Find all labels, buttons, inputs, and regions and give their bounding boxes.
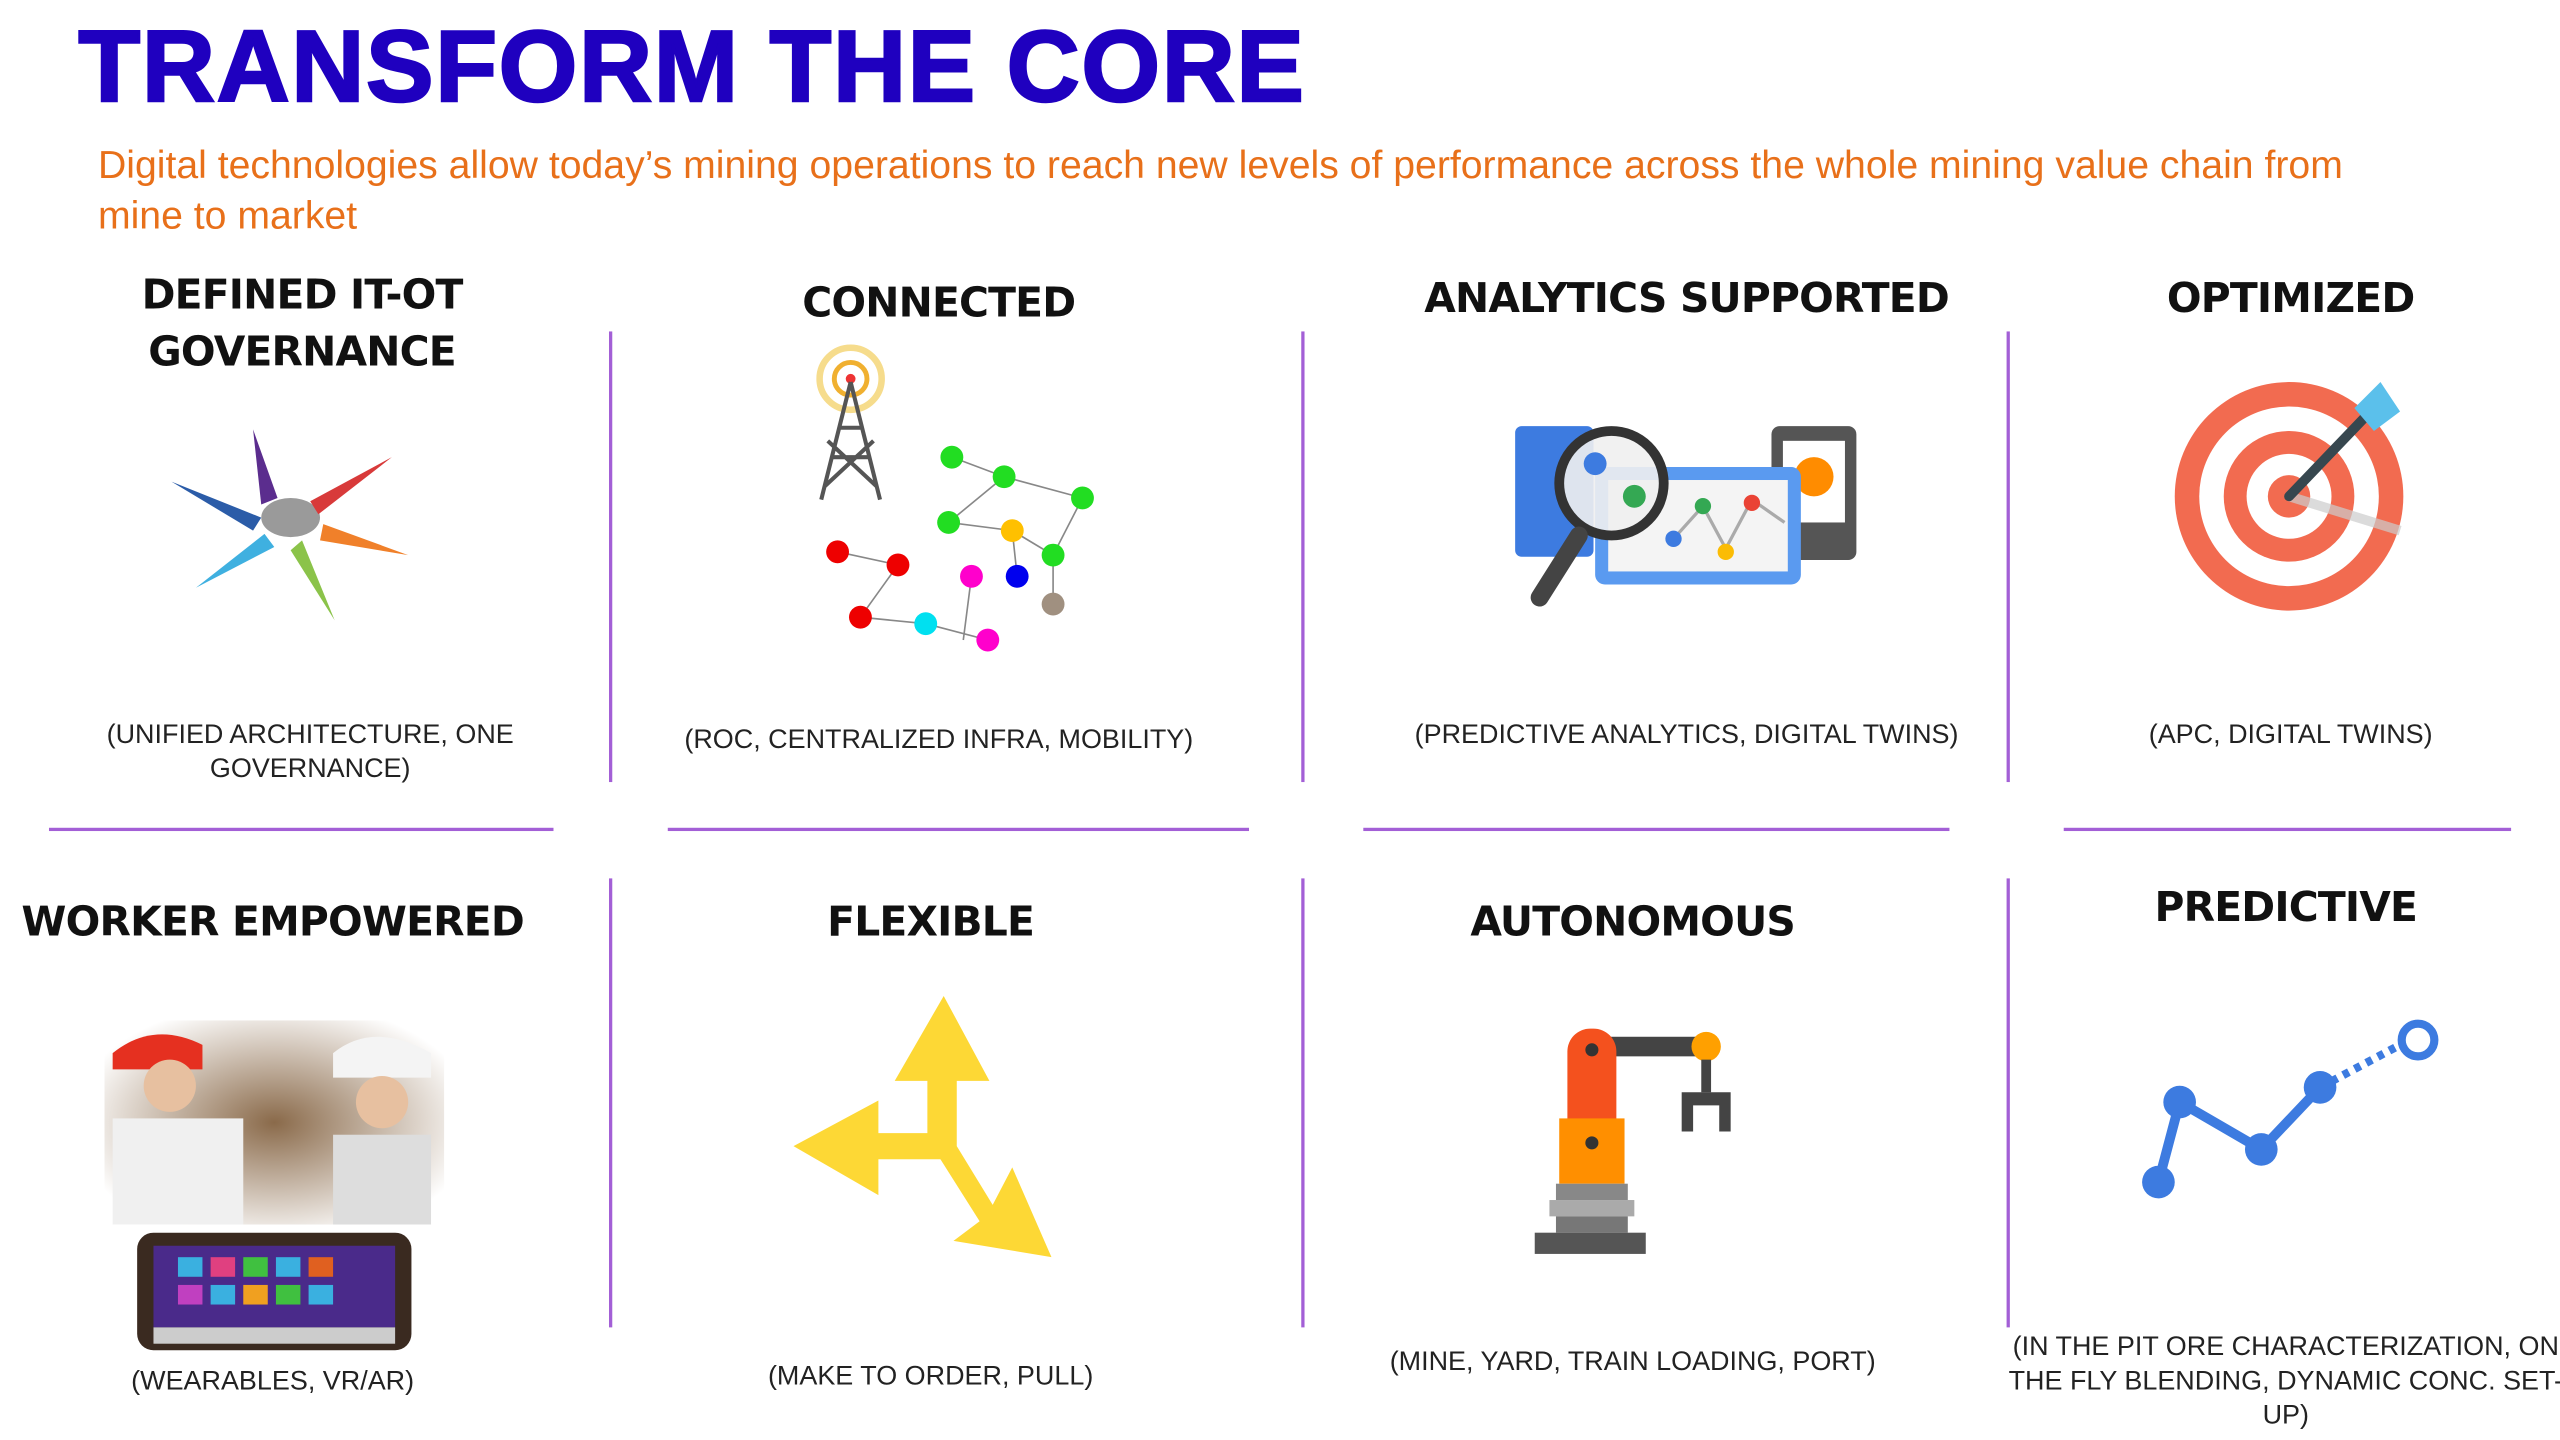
heading-autonomous: AUTONOMOUS (1470, 897, 1795, 946)
heading-flexible: FLEXIBLE (827, 897, 1035, 946)
divider-vertical (2006, 331, 2010, 783)
heading-worker: WORKER EMPOWERED (21, 897, 524, 946)
caption-analytics: (PREDICTIVE ANALYTICS, DIGITAL TWINS) (1414, 720, 1959, 750)
three-way-arrow-icon (793, 995, 1052, 1258)
page-title: TRANSFORM THE CORE (77, 10, 1306, 125)
caption-worker: (WEARABLES, VR/AR) (131, 1366, 415, 1396)
caption-governance: (UNIFIED ARCHITECTURE, ONE GOVERNANCE) (106, 720, 514, 784)
workers-tablet-image (104, 1020, 445, 1351)
heading-optimized: OPTIMIZED (2166, 274, 2415, 322)
divider-horizontal (667, 827, 1250, 832)
divider-vertical (608, 878, 612, 1328)
caption-optimized: (APC, DIGITAL TWINS) (2148, 720, 2433, 750)
heading-predictive: PREDICTIVE (2154, 883, 2418, 931)
caption-autonomous: (MINE, YARD, TRAIN LOADING, PORT) (1389, 1346, 1876, 1377)
heading-governance: DEFINED IT-OT GOVERNANCE (141, 271, 464, 376)
divider-vertical (608, 331, 612, 783)
analytics-magnifier-icon (1515, 426, 1857, 607)
divider-vertical (1301, 878, 1304, 1328)
divider-horizontal (1363, 827, 1950, 832)
divider-horizontal (2063, 827, 2512, 832)
caption-flexible: (MAKE TO ORDER, PULL) (767, 1361, 1094, 1392)
subtitle: Digital technologies allow today’s minin… (97, 143, 2343, 239)
caption-connected: (ROC, CENTRALIZED INFRA, MOBILITY) (684, 724, 1194, 755)
converging-arrows-icon (171, 429, 409, 621)
robot-arm-icon (1534, 1028, 1731, 1254)
caption-predictive: (IN THE PIT ORE CHARACTERIZATION, ON THE… (2008, 1332, 2560, 1431)
divider-vertical (2006, 878, 2010, 1328)
divider-horizontal (48, 827, 554, 832)
target-dart-icon (2174, 382, 2404, 611)
heading-analytics: ANALYTICS SUPPORTED (1424, 274, 1949, 322)
trend-line-icon (2142, 1019, 2439, 1199)
heading-connected: CONNECTED (802, 279, 1076, 327)
divider-vertical (1301, 331, 1304, 783)
network-tower-icon (816, 344, 1094, 652)
